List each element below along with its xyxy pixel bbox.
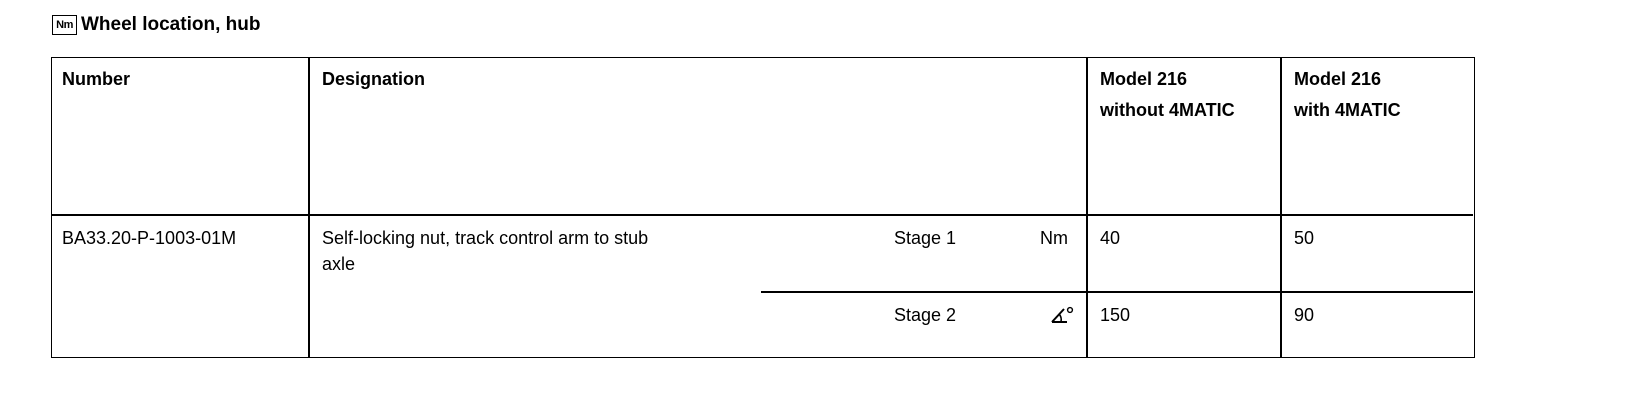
header-model-with-line1: Model 216 (1294, 69, 1382, 89)
section-heading: Nm Wheel location, hub (52, 12, 260, 38)
torque-nm-icon: Nm (52, 15, 77, 35)
section-title: Wheel location, hub (81, 14, 261, 35)
row-number: BA33.20-P-1003-01M (62, 228, 237, 248)
row-designation-line2: axle (322, 254, 356, 274)
header-model-with-4matic: Model 216 with 4MATIC (1294, 65, 1401, 124)
stage-divider (761, 291, 1473, 293)
stage-value-with-4matic: 90 (1294, 305, 1315, 325)
header-model-without-line1: Model 216 (1100, 69, 1188, 89)
stage-value-without-4matic: 40 (1100, 228, 1121, 248)
header-number: Number (62, 69, 131, 89)
stage-value-without-4matic: 150 (1100, 305, 1131, 325)
row-divider (52, 214, 1473, 216)
stage-label: Stage 1 (894, 228, 957, 248)
header-designation: Designation (322, 69, 426, 89)
header-model-without-line2: without 4MATIC (1100, 100, 1235, 120)
header-model-with-line2: with 4MATIC (1294, 100, 1401, 120)
angle-degree-icon (1051, 306, 1074, 323)
header-model-without-4matic: Model 216 without 4MATIC (1100, 65, 1235, 124)
column-divider (308, 58, 310, 357)
stage-value-with-4matic: 50 (1294, 228, 1315, 248)
row-designation: Self-locking nut, track control arm to s… (322, 224, 648, 278)
stage-label: Stage 2 (894, 305, 957, 325)
stage-unit: Nm (1040, 228, 1068, 248)
row-designation-line1: Self-locking nut, track control arm to s… (322, 228, 649, 248)
torque-table: Number Designation Model 216 without 4MA… (51, 57, 1475, 358)
column-divider (1280, 58, 1282, 357)
column-divider (1086, 58, 1088, 357)
